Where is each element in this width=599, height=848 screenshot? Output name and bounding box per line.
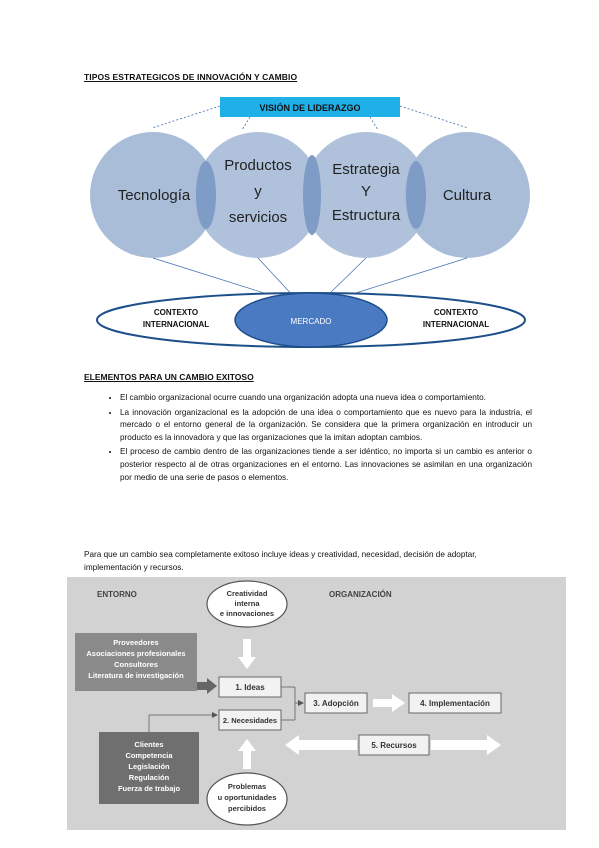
arrow-adopcion-implementacion (373, 694, 405, 712)
clientes-connector (148, 712, 218, 732)
recursos-label: 5. Recursos (371, 741, 417, 750)
list-item: La innovación organizacional es la adopc… (120, 407, 532, 445)
context-right-2: INTERNACIONAL (423, 320, 489, 329)
problemas-ellipse (206, 772, 288, 826)
arrow-up-problemas (238, 739, 256, 769)
proveedores-3: Consultores (114, 660, 158, 669)
clientes-1: Clientes (134, 740, 163, 749)
label-entorno: ENTORNO (97, 590, 137, 599)
label-estrategia-1: Estrategia (332, 161, 400, 178)
context-right-1: CONTEXTO (434, 308, 478, 317)
leadership-banner (220, 97, 400, 117)
summary-paragraph: Para que un cambio sea completamente exi… (84, 550, 477, 572)
label-organizacion: ORGANIZACIÓN (329, 590, 392, 599)
list-item: El proceso de cambio dentro de las organ… (120, 446, 532, 484)
market-ellipse (234, 292, 388, 348)
clientes-4: Regulación (129, 773, 170, 782)
label-productos-3: servicios (229, 209, 287, 226)
label-productos-2: y (254, 183, 262, 200)
label-estrategia-3: Estructura (332, 207, 401, 224)
bullet-list: El cambio organizacional ocurre cuando u… (104, 392, 532, 486)
section-heading-success-elements: ELEMENTOS PARA UN CAMBIO EXITOSO (84, 372, 254, 382)
proveedores-1: Proveedores (113, 638, 158, 647)
list-item: El cambio organizacional ocurre cuando u… (120, 392, 532, 405)
proveedores-box (75, 633, 197, 691)
arrow-recursos-left (285, 735, 357, 755)
problemas-2: u oportunidades (218, 793, 277, 802)
strategic-types-diagram: VISIÓN DE LIDERAZGO Tecnología Productos… (90, 97, 530, 348)
leadership-banner-label: VISIÓN DE LIDERAZGO (259, 102, 360, 113)
clientes-2: Competencia (125, 751, 173, 760)
circle-cultura (404, 132, 530, 258)
recursos-box (358, 734, 430, 756)
problemas-3: percibidos (228, 804, 266, 813)
overlap-2 (303, 155, 321, 235)
clientes-box (99, 732, 199, 804)
label-estrategia-2: Y (361, 183, 371, 200)
implementacion-label: 4. Implementación (420, 699, 490, 708)
necesidades-label: 2. Necesidades (223, 716, 277, 725)
creatividad-1: Creatividad (227, 589, 268, 598)
overlap-3 (406, 161, 426, 229)
creatividad-3: e innovaciones (220, 609, 274, 618)
banner-arrows (151, 105, 469, 131)
clientes-3: Legislación (128, 762, 170, 771)
market-label: MERCADO (291, 317, 332, 326)
circle-productos (195, 132, 321, 258)
creatividad-ellipse (206, 580, 288, 628)
problemas-1: Problemas (228, 782, 266, 791)
implementacion-box (408, 692, 502, 714)
section-heading-strategic-types: TIPOS ESTRATEGICOS DE INNOVACIÓN Y CAMBI… (84, 72, 298, 82)
circle-tecnologia (90, 132, 216, 258)
arrow-recursos-right (431, 735, 501, 755)
arrow-proveedores-ideas (197, 678, 217, 694)
label-productos-1: Productos (224, 157, 292, 174)
context-left-1: CONTEXTO (154, 308, 198, 317)
proveedores-2: Asociaciones profesionales (86, 649, 185, 658)
change-process-diagram: ENTORNO ORGANIZACIÓN Creatividad interna… (67, 577, 566, 830)
connectors (281, 686, 304, 721)
clientes-5: Fuerza de trabajo (118, 784, 181, 793)
adopcion-label: 3. Adopción (313, 699, 359, 708)
label-cultura: Cultura (443, 187, 492, 204)
circle-estrategia (303, 132, 429, 258)
creatividad-2: interna (234, 599, 260, 608)
adopcion-box (304, 692, 368, 714)
converge-lines (152, 257, 468, 299)
arrow-down-creatividad (238, 639, 256, 669)
context-left-2: INTERNACIONAL (143, 320, 209, 329)
proveedores-4: Literatura de investigación (88, 671, 184, 680)
ideas-label: 1. Ideas (235, 683, 265, 692)
label-tecnologia: Tecnología (118, 187, 191, 204)
overlap-1 (196, 161, 216, 229)
